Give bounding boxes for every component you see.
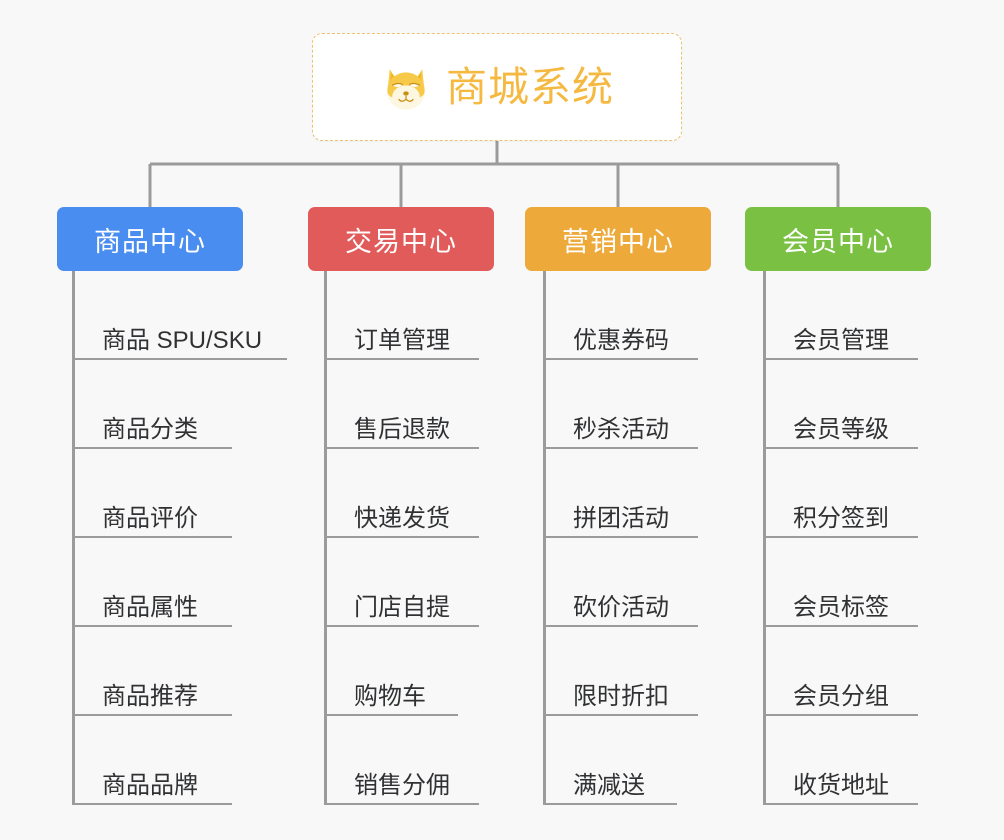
leaf-item-rule bbox=[324, 714, 458, 716]
leaf-item-label: 积分签到 bbox=[793, 504, 889, 532]
category-box-1[interactable]: 商品中心 bbox=[57, 207, 243, 271]
leaf-item-label: 商品推荐 bbox=[102, 682, 198, 710]
leaf-item[interactable]: 会员等级 bbox=[763, 360, 918, 449]
leaf-column-3: 优惠券码秒杀活动拼团活动砍价活动限时折扣满减送 bbox=[543, 271, 698, 805]
leaf-item[interactable]: 商品属性 bbox=[72, 538, 262, 627]
leaf-column-4: 会员管理会员等级积分签到会员标签会员分组收货地址 bbox=[763, 271, 918, 805]
leaf-item-label: 满减送 bbox=[573, 771, 645, 799]
leaf-trunk-line bbox=[763, 271, 766, 805]
leaf-item-rule bbox=[763, 358, 918, 360]
leaf-item-rule bbox=[763, 803, 918, 805]
leaf-item-label: 商品评价 bbox=[102, 504, 198, 532]
leaf-item[interactable]: 会员管理 bbox=[763, 271, 918, 360]
leaf-item-label: 限时折扣 bbox=[573, 682, 669, 710]
leaf-item-rule bbox=[72, 625, 232, 627]
category-label: 商品中心 bbox=[94, 226, 206, 257]
leaf-item-rule bbox=[72, 358, 287, 360]
leaf-item-label: 订单管理 bbox=[354, 326, 450, 354]
leaf-item[interactable]: 门店自提 bbox=[324, 538, 479, 627]
leaf-item-label: 售后退款 bbox=[354, 415, 450, 443]
leaf-item[interactable]: 会员标签 bbox=[763, 538, 918, 627]
leaf-item-label: 商品 SPU/SKU bbox=[102, 326, 263, 354]
leaf-item-label: 商品属性 bbox=[102, 593, 198, 621]
leaf-item-rule bbox=[72, 447, 232, 449]
leaf-item[interactable]: 满减送 bbox=[543, 716, 677, 805]
leaf-item[interactable]: 售后退款 bbox=[324, 360, 479, 449]
leaf-item-label: 秒杀活动 bbox=[573, 415, 669, 443]
leaf-item-label: 拼团活动 bbox=[573, 504, 669, 532]
leaf-item-label: 会员管理 bbox=[793, 326, 889, 354]
leaf-item-rule bbox=[324, 625, 479, 627]
leaf-trunk-line bbox=[543, 271, 546, 805]
leaf-item[interactable]: 商品分类 bbox=[72, 360, 262, 449]
category-label: 交易中心 bbox=[345, 226, 457, 257]
leaf-item-rule bbox=[324, 803, 479, 805]
leaf-item-label: 砍价活动 bbox=[573, 593, 669, 621]
leaf-item[interactable]: 收货地址 bbox=[763, 716, 918, 805]
root-title: 商城系统 bbox=[446, 63, 614, 110]
category-box-2[interactable]: 交易中心 bbox=[308, 207, 494, 271]
leaf-item-rule bbox=[763, 447, 918, 449]
leaf-item-rule bbox=[543, 625, 698, 627]
leaf-item[interactable]: 商品评价 bbox=[72, 449, 262, 538]
leaf-item[interactable]: 购物车 bbox=[324, 627, 458, 716]
leaf-item[interactable]: 商品 SPU/SKU bbox=[72, 271, 287, 360]
leaf-item[interactable]: 快递发货 bbox=[324, 449, 479, 538]
leaf-item-rule bbox=[543, 447, 698, 449]
leaf-item-rule bbox=[72, 714, 232, 716]
leaf-item-rule bbox=[72, 803, 232, 805]
leaf-item[interactable]: 商品推荐 bbox=[72, 627, 262, 716]
leaf-item-label: 购物车 bbox=[354, 682, 426, 710]
leaf-item-label: 商品分类 bbox=[102, 415, 198, 443]
root-node[interactable]: 商城系统 bbox=[312, 33, 682, 141]
leaf-item-rule bbox=[72, 536, 232, 538]
leaf-item-label: 会员标签 bbox=[793, 593, 889, 621]
leaf-item-rule bbox=[763, 536, 918, 538]
leaf-item-rule bbox=[324, 447, 479, 449]
leaf-item[interactable]: 砍价活动 bbox=[543, 538, 698, 627]
leaf-item-rule bbox=[763, 714, 918, 716]
leaf-item-rule bbox=[543, 358, 698, 360]
leaf-item[interactable]: 订单管理 bbox=[324, 271, 479, 360]
leaf-trunk-line bbox=[324, 271, 327, 805]
leaf-item[interactable]: 秒杀活动 bbox=[543, 360, 698, 449]
leaf-item-rule bbox=[763, 625, 918, 627]
leaf-item[interactable]: 会员分组 bbox=[763, 627, 918, 716]
leaf-item[interactable]: 销售分佣 bbox=[324, 716, 479, 805]
category-label: 会员中心 bbox=[782, 226, 894, 257]
leaf-item[interactable]: 积分签到 bbox=[763, 449, 918, 538]
leaf-column-2: 订单管理售后退款快递发货门店自提购物车销售分佣 bbox=[324, 271, 479, 805]
shiba-dog-icon bbox=[387, 69, 425, 110]
leaf-item-rule bbox=[543, 803, 677, 805]
leaf-item[interactable]: 优惠券码 bbox=[543, 271, 698, 360]
leaf-item-rule bbox=[543, 714, 698, 716]
category-box-3[interactable]: 营销中心 bbox=[525, 207, 711, 271]
category-label: 营销中心 bbox=[562, 226, 674, 257]
leaf-item[interactable]: 限时折扣 bbox=[543, 627, 698, 716]
leaf-item-rule bbox=[324, 358, 479, 360]
leaf-item-label: 商品品牌 bbox=[102, 771, 198, 799]
leaf-item-label: 收货地址 bbox=[793, 771, 889, 799]
category-box-4[interactable]: 会员中心 bbox=[745, 207, 931, 271]
leaf-item-label: 快递发货 bbox=[354, 504, 450, 532]
leaf-column-1: 商品 SPU/SKU 商品分类商品评价商品属性商品推荐商品品牌 bbox=[72, 271, 287, 805]
leaf-trunk-line bbox=[72, 271, 75, 805]
leaf-item-label: 销售分佣 bbox=[354, 771, 450, 799]
leaf-item-label: 会员分组 bbox=[793, 682, 889, 710]
leaf-item[interactable]: 拼团活动 bbox=[543, 449, 698, 538]
leaf-item-label: 门店自提 bbox=[354, 593, 450, 621]
leaf-item-rule bbox=[543, 536, 698, 538]
leaf-item-label: 会员等级 bbox=[793, 415, 889, 443]
leaf-item-rule bbox=[324, 536, 479, 538]
leaf-item-label: 优惠券码 bbox=[573, 326, 669, 354]
leaf-item[interactable]: 商品品牌 bbox=[72, 716, 262, 805]
